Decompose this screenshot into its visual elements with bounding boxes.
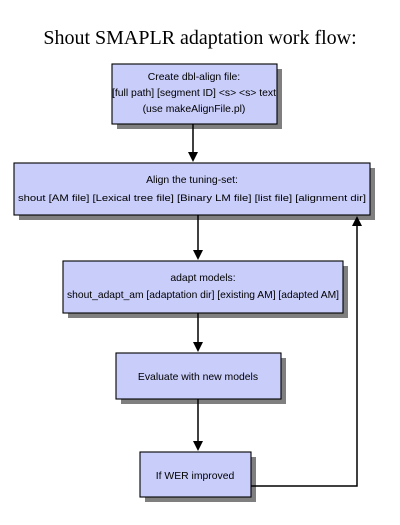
connector-1-2 <box>188 124 198 162</box>
step-box <box>62 260 344 314</box>
arrow-head <box>188 152 198 162</box>
step-line: shout_adapt_am [adaptation dir] [existin… <box>67 290 339 301</box>
step-line: Evaluate with new models <box>138 372 258 383</box>
arrow-head <box>193 342 203 352</box>
connector-loop-back <box>251 216 362 487</box>
step-align-tuning-set: Align the tuning-set: shout [AM file] [L… <box>13 162 375 220</box>
step-box <box>139 451 252 498</box>
step-box <box>115 352 282 400</box>
connector-4-5 <box>193 399 203 451</box>
step-if-wer-improved: If WER improved <box>139 451 256 502</box>
step-line: (use makeAlignFile.pl) <box>143 104 246 115</box>
arrow-head <box>193 441 203 451</box>
connector-3-4 <box>193 313 203 352</box>
arrow-head <box>193 250 203 260</box>
step-line: adapt models: <box>170 273 235 284</box>
arrow-head <box>352 216 362 226</box>
step-evaluate: Evaluate with new models <box>115 352 286 404</box>
step-box <box>13 162 371 216</box>
step-line: shout [AM file] [Lexical tree file] [Bin… <box>18 193 366 204</box>
step-create-align-file: Create dbl-align file: [full path] [segm… <box>111 63 282 129</box>
step-box <box>111 63 278 125</box>
step-line: Align the tuning-set: <box>146 175 238 186</box>
step-line: If WER improved <box>156 471 235 482</box>
step-line: [full path] [segment ID] <s> <s> text <box>112 88 276 99</box>
connector-2-3 <box>193 215 203 260</box>
step-adapt-models: adapt models: shout_adapt_am [adaptation… <box>62 260 348 318</box>
step-line: Create dbl-align file: <box>148 72 240 83</box>
diagram-title: Shout SMAPLR adaptation work flow: <box>43 27 356 49</box>
